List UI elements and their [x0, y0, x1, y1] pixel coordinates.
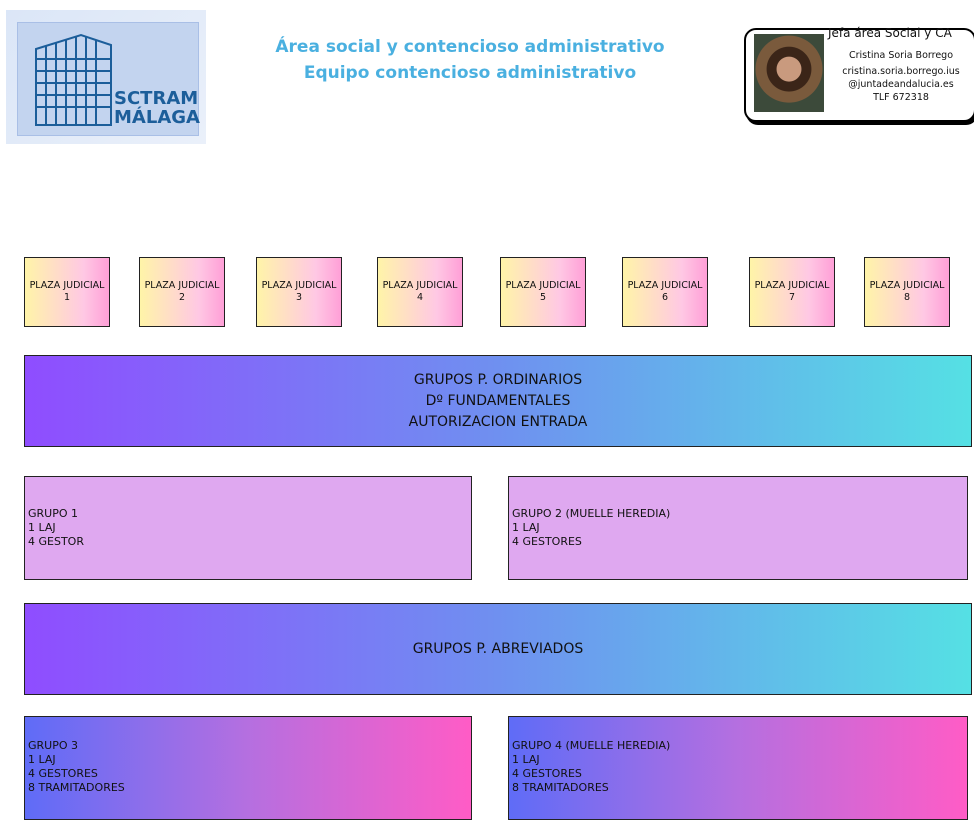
plaza-judicial-5: PLAZA JUDICIAL 5 [500, 257, 586, 327]
plaza-judicial-7: PLAZA JUDICIAL 7 [749, 257, 835, 327]
contact-email-2: @juntadeandalucia.es [848, 79, 954, 90]
grupo-line: 1 LAJ [512, 753, 540, 766]
plaza-label: PLAZA JUDICIAL [627, 280, 703, 291]
plaza-number: 4 [416, 292, 424, 303]
band-line-1: GRUPOS P. ORDINARIOS [413, 371, 583, 388]
contact-name: Cristina Soria Borrego [848, 50, 954, 61]
grupo-line: 4 GESTORES [512, 767, 582, 780]
grupo-title: GRUPO 3 [28, 739, 79, 752]
plaza-label: PLAZA JUDICIAL [505, 280, 581, 291]
logo-text: SCTRAM MÁLAGA [114, 88, 200, 128]
plaza-number: 2 [178, 292, 186, 303]
plaza-judicial-4: PLAZA JUDICIAL 4 [377, 257, 463, 327]
grupo-title: GRUPO 1 [28, 507, 79, 520]
plaza-label: PLAZA JUDICIAL [754, 280, 830, 291]
plaza-label: PLAZA JUDICIAL [29, 280, 105, 291]
grupo-line: 8 TRAMITADORES [28, 781, 125, 794]
grupo-4-box: GRUPO 4 (MUELLE HEREDIA) 1 LAJ 4 GESTORE… [508, 716, 968, 820]
logo-line-1: SCTRAM [114, 88, 199, 109]
grupo-title: GRUPO 2 (MUELLE HEREDIA) [512, 507, 671, 520]
plaza-number: 8 [903, 292, 911, 303]
page-title: Área social y contencioso administrativo… [220, 34, 720, 86]
building-icon [35, 33, 112, 126]
plaza-label: PLAZA JUDICIAL [382, 280, 458, 291]
plaza-number: 3 [295, 292, 303, 303]
grupos-ordinarios-band: GRUPOS P. ORDINARIOS Dº FUNDAMENTALES AU… [24, 355, 972, 447]
plaza-number: 6 [661, 292, 669, 303]
plaza-number: 5 [539, 292, 547, 303]
plaza-number: 1 [63, 292, 71, 303]
profile-photo [754, 34, 824, 112]
sctram-logo: SCTRAM MÁLAGA [6, 10, 206, 144]
grupo-line: 8 TRAMITADORES [512, 781, 609, 794]
band-line-3: AUTORIZACION ENTRADA [408, 413, 588, 430]
grupo-2-box: GRUPO 2 (MUELLE HEREDIA) 1 LAJ 4 GESTORE… [508, 476, 968, 580]
contact-phone: TLF 672318 [873, 92, 929, 103]
logo-panel: SCTRAM MÁLAGA [17, 22, 200, 136]
plaza-judicial-2: PLAZA JUDICIAL 2 [139, 257, 225, 327]
plaza-label: PLAZA JUDICIAL [869, 280, 945, 291]
logo-line-2: MÁLAGA [114, 107, 200, 128]
grupo-title: GRUPO 4 (MUELLE HEREDIA) [512, 739, 671, 752]
plaza-judicial-8: PLAZA JUDICIAL 8 [864, 257, 950, 327]
grupo-line: 4 GESTOR [28, 535, 84, 548]
plaza-label: PLAZA JUDICIAL [144, 280, 220, 291]
band-line-1: GRUPOS P. ABREVIADOS [412, 640, 584, 657]
title-line-2: Equipo contencioso administrativo [303, 63, 637, 83]
plaza-judicial-1: PLAZA JUDICIAL 1 [24, 257, 110, 327]
plaza-judicial-6: PLAZA JUDICIAL 6 [622, 257, 708, 327]
grupo-line: 1 LAJ [28, 753, 56, 766]
grupo-1-box: GRUPO 1 1 LAJ 4 GESTOR [24, 476, 472, 580]
grupo-3-box: GRUPO 3 1 LAJ 4 GESTORES 8 TRAMITADORES [24, 716, 472, 820]
contact-email-1: cristina.soria.borrego.ius [842, 66, 960, 77]
grupos-abreviados-band: GRUPOS P. ABREVIADOS [24, 603, 972, 695]
grupo-line: 4 GESTORES [512, 535, 582, 548]
contact-role: Jefa área Social y CA [828, 26, 952, 40]
grupo-line: 4 GESTORES [28, 767, 98, 780]
grupo-line: 1 LAJ [512, 521, 540, 534]
title-line-1: Área social y contencioso administrativo [275, 37, 665, 57]
grupo-line: 1 LAJ [28, 521, 56, 534]
plaza-number: 7 [788, 292, 796, 303]
plaza-label: PLAZA JUDICIAL [261, 280, 337, 291]
band-line-2: Dº FUNDAMENTALES [425, 392, 571, 409]
contact-card: Jefa área Social y CA Cristina Soria Bor… [744, 26, 974, 122]
plaza-judicial-3: PLAZA JUDICIAL 3 [256, 257, 342, 327]
